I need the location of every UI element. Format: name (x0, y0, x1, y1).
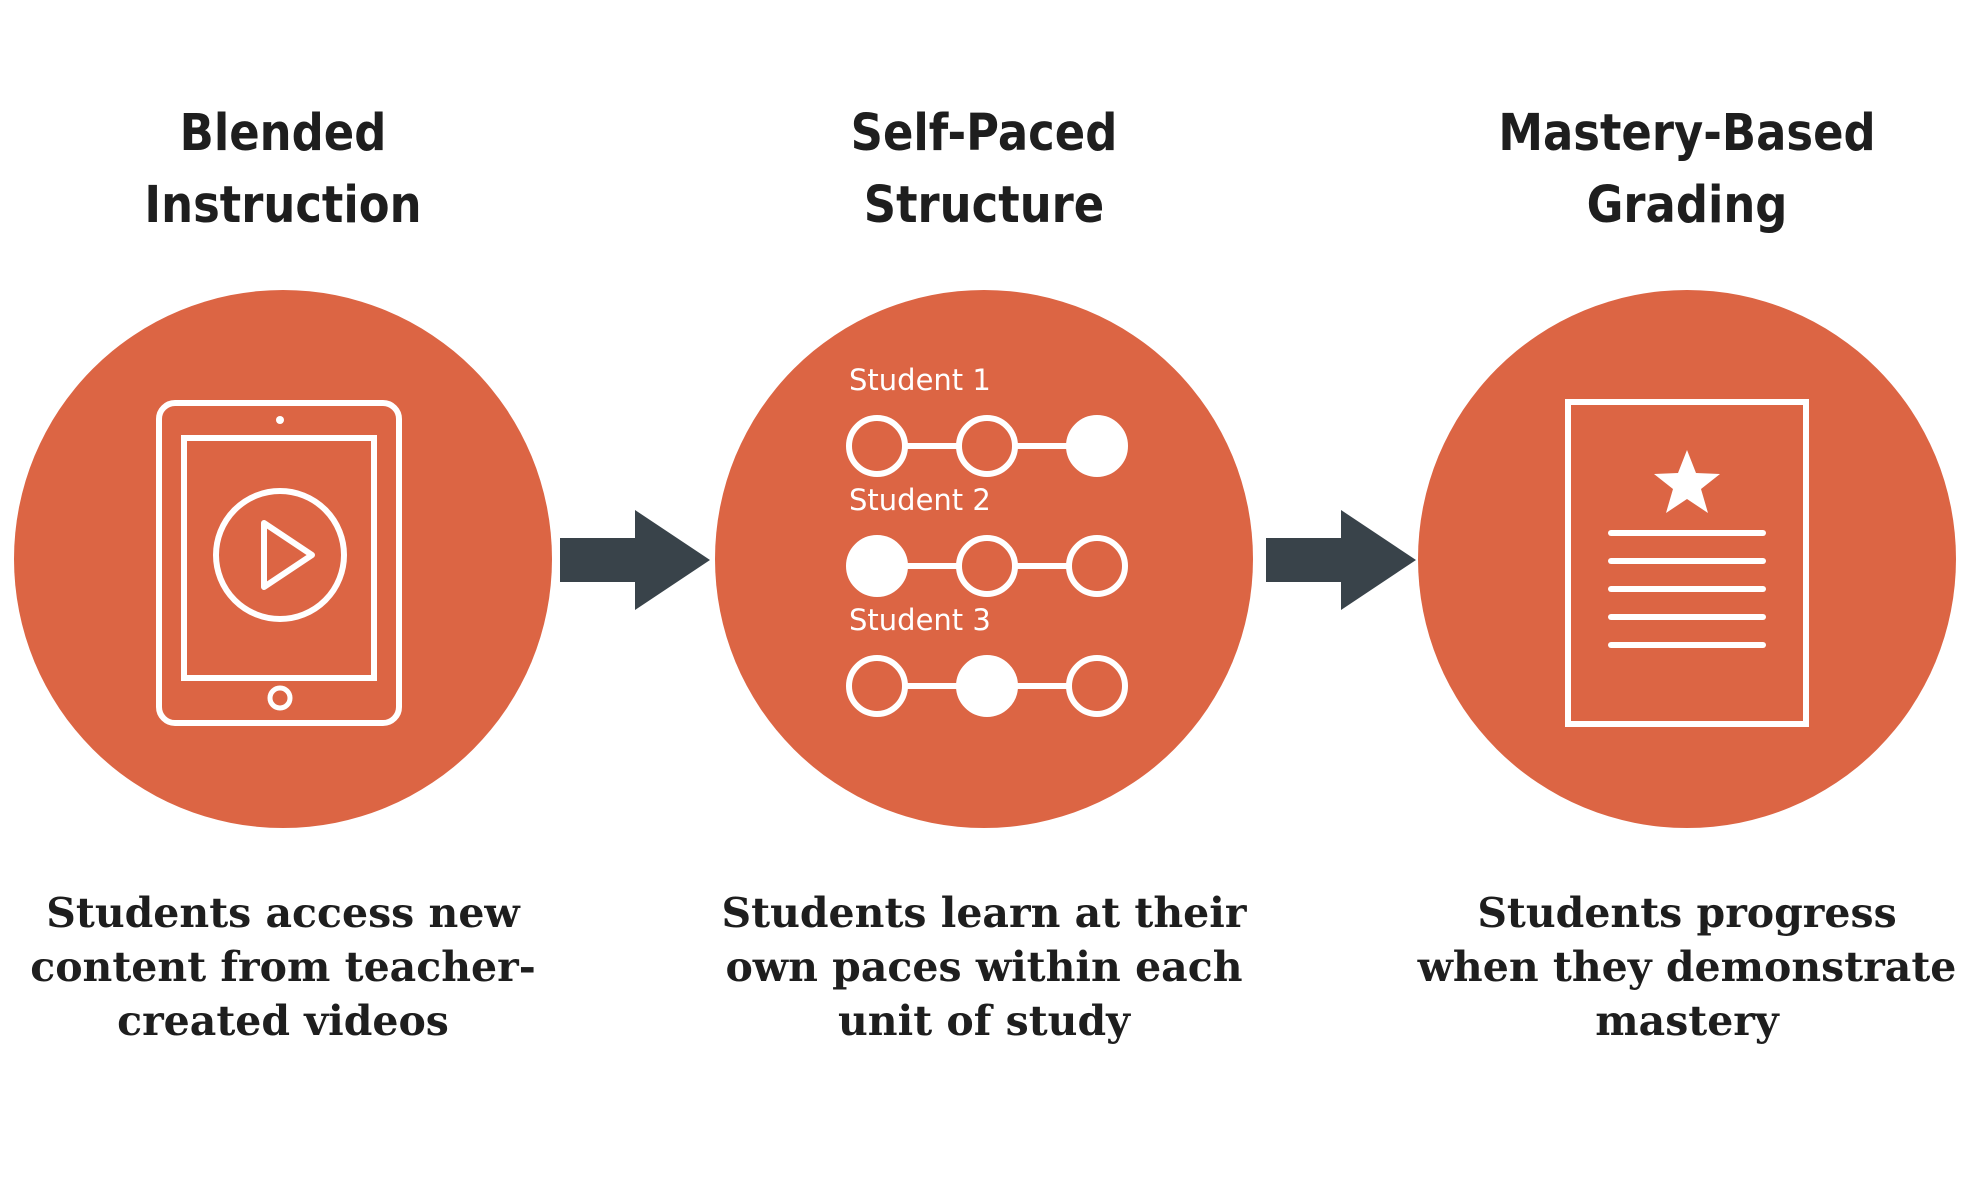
pillar-description: Students learn at their own paces within… (674, 886, 1294, 1048)
description-line: mastery (1595, 997, 1779, 1045)
progress-node (846, 415, 908, 477)
pillar-title: Blended Instruction (10, 98, 556, 242)
description-line: when they demonstrate (1417, 943, 1957, 991)
progress-node-current (956, 655, 1018, 717)
pillar-title: Self-Paced Structure (711, 98, 1257, 242)
student-progress-icon: Student 1 Student 2 Student 3 (846, 363, 1128, 717)
description-line: created videos (117, 997, 449, 1045)
pillar-title-line: Blended (179, 104, 387, 163)
right-arrow-icon (1266, 510, 1416, 610)
pillar-title-line: Self-Paced (850, 104, 1118, 163)
description-line: own paces within each (725, 943, 1243, 991)
student-row: Student 2 (846, 483, 1128, 597)
pillar-circle: Student 1 Student 2 Student 3 (715, 290, 1253, 828)
pillar-title-line: Instruction (144, 176, 422, 235)
tablet-frame (156, 400, 402, 726)
pillar-circle (14, 290, 552, 828)
tablet-video-icon (156, 400, 402, 726)
pillar-title-line: Grading (1586, 176, 1788, 235)
description-line: Students progress (1477, 889, 1897, 937)
progress-node (1066, 655, 1128, 717)
tablet-screen (181, 435, 377, 681)
progress-node (956, 535, 1018, 597)
progress-node-current (846, 535, 908, 597)
document-frame (1565, 399, 1809, 727)
pillar-description: Students access new content from teacher… (0, 886, 593, 1048)
right-arrow-icon (560, 510, 710, 610)
student-row: Student 3 (846, 603, 1128, 717)
pillar-mastery-based-grading: Mastery-Based Grading Students progress … (1377, 0, 1970, 1194)
progress-node-current (1066, 415, 1128, 477)
pillar-blended-instruction: Blended Instruction Students access new … (0, 0, 593, 1194)
tablet-home-button (267, 685, 293, 711)
description-line: unit of study (838, 997, 1130, 1045)
play-icon (261, 520, 315, 590)
student-label: Student 2 (849, 483, 991, 517)
pillar-description: Students progress when they demonstrate … (1377, 886, 1970, 1048)
description-line: Students learn at their (721, 889, 1247, 937)
progress-node (1066, 535, 1128, 597)
graded-document-icon (1565, 399, 1809, 727)
progress-node (846, 655, 908, 717)
pillar-title-line: Structure (863, 176, 1105, 235)
student-label: Student 1 (849, 363, 991, 397)
student-label: Student 3 (849, 603, 991, 637)
play-icon-ring (213, 488, 347, 622)
student-row: Student 1 (846, 363, 1128, 477)
tablet-camera (276, 416, 284, 424)
progress-node (956, 415, 1018, 477)
description-line: content from teacher- (30, 943, 536, 991)
star-icon (1654, 450, 1720, 513)
pillar-title-line: Mastery-Based (1498, 104, 1876, 163)
pillar-title: Mastery-Based Grading (1414, 98, 1960, 242)
pillar-circle (1418, 290, 1956, 828)
description-line: Students access new (46, 889, 520, 937)
